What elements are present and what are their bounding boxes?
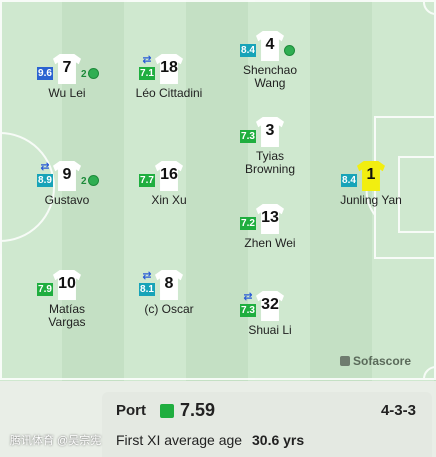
sofascore-icon	[340, 356, 350, 366]
watermark: 腾讯体育 @吴宗宪	[10, 435, 102, 447]
rating-badge: 7.3	[240, 304, 256, 317]
player-name: Junling Yan	[340, 193, 402, 207]
player-name: Wu Lei	[48, 86, 86, 100]
substitution-icon: ⇄	[142, 54, 152, 66]
average-age-label: First XI average age	[116, 432, 243, 448]
player-name: (c) Oscar	[144, 302, 194, 316]
ball-icon	[87, 175, 99, 186]
rating-badge: 7.9	[37, 283, 53, 296]
rating-badge: 7.7	[139, 174, 155, 187]
team-rating: 7.59	[180, 400, 216, 420]
substitution-icon: ⇄	[243, 291, 253, 303]
rating-badge: 9.6	[37, 67, 53, 80]
team-name: Port	[116, 402, 146, 419]
team-rating-badge	[160, 404, 174, 418]
rating-badge: 8.4	[341, 174, 357, 187]
ball-icon	[284, 45, 295, 56]
average-age-value: 30.6 yrs	[252, 432, 305, 448]
player-name: Shuai Li	[248, 323, 292, 337]
pitch: 7 9.6 2 Wu Lei ⇄ 18 7.1 Léo Cittadini 4 …	[0, 0, 436, 381]
rating-badge: 7.1	[139, 67, 155, 80]
rating-badge: 7.2	[240, 217, 256, 230]
player-name: Tyias Browning	[244, 149, 296, 176]
formation: 4-3-3	[380, 402, 416, 419]
rating-badge: 7.3	[240, 130, 256, 143]
substitution-icon: ⇄	[40, 161, 50, 173]
substitution-icon: ⇄	[142, 270, 152, 282]
lineup-summary: Port 7.59 4-3-3 First XI average age 30.…	[102, 392, 432, 457]
goals-tag	[284, 45, 295, 57]
rating-badge: 8.4	[240, 44, 256, 57]
player-name: Xin Xu	[151, 193, 187, 207]
player-name: Léo Cittadini	[135, 86, 203, 100]
player-name: Zhen Wei	[244, 236, 296, 250]
rating-badge: 8.1	[139, 283, 155, 296]
ball-icon	[87, 68, 99, 79]
brand-logo: Sofascore	[340, 354, 411, 368]
player-name: Gustavo	[44, 193, 90, 207]
player-name: Shenchao Wang	[242, 63, 298, 90]
player-name: Matías Vargas	[48, 302, 86, 329]
rating-badge: 8.9	[37, 174, 53, 187]
goals-tag: 2	[81, 175, 99, 187]
goals-tag: 2	[81, 68, 99, 80]
